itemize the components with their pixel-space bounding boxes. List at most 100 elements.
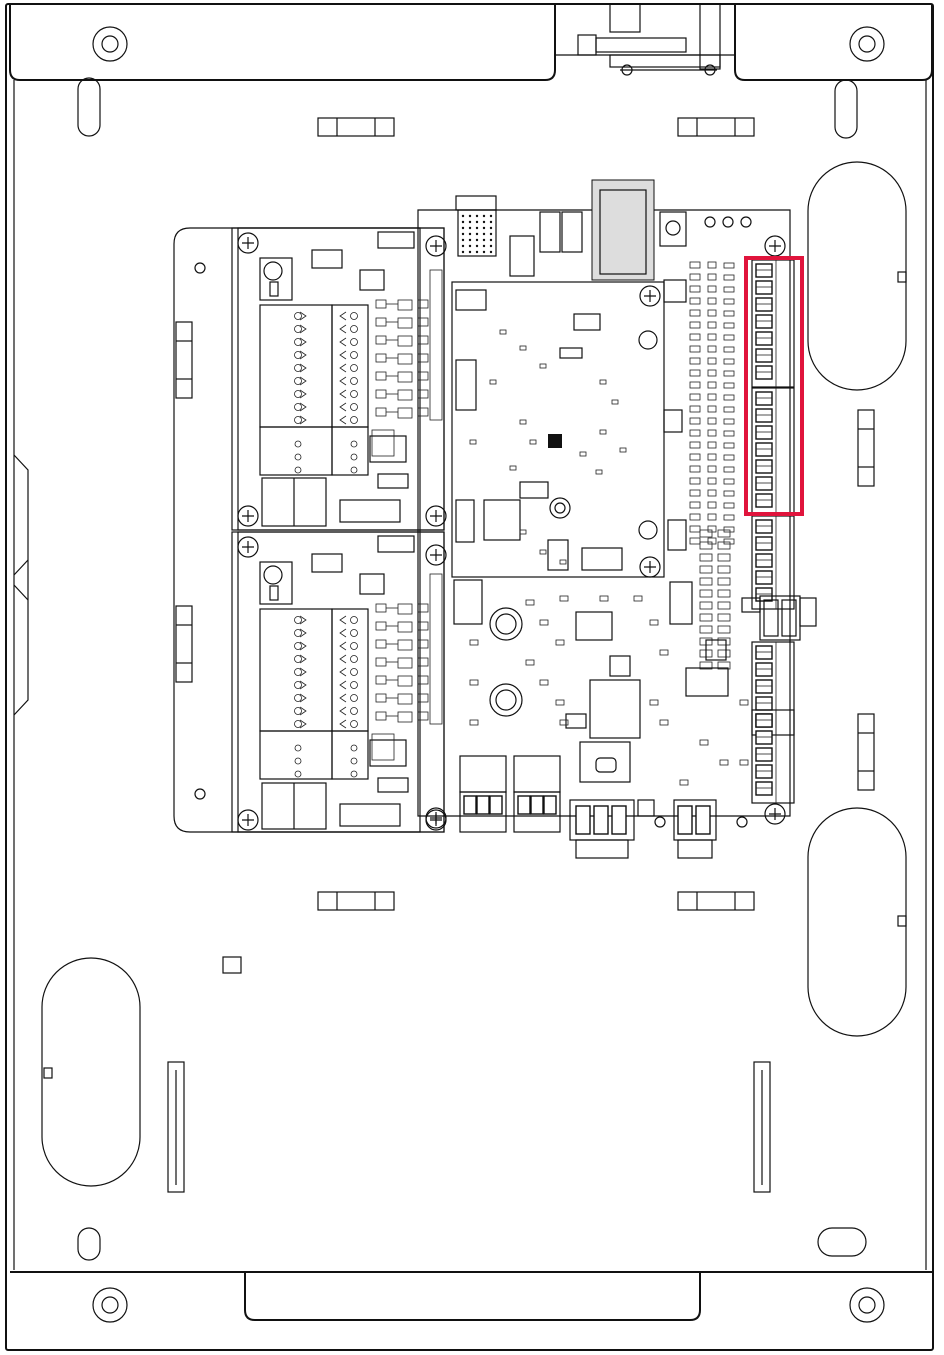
terminal-pin	[755, 570, 773, 585]
smd-component	[559, 595, 569, 602]
smd-component	[679, 779, 689, 786]
terminal-screw	[294, 770, 302, 778]
smd-component	[375, 299, 387, 309]
smd-component	[469, 439, 477, 445]
smd-component	[499, 329, 507, 335]
terminal-pin	[755, 662, 773, 677]
smd-component	[699, 565, 713, 574]
terminal-pin	[755, 476, 773, 491]
terminal-screw	[294, 642, 302, 650]
smd-component	[723, 274, 735, 281]
smd-component	[723, 430, 735, 437]
smd-component	[689, 501, 701, 509]
mounting-plate	[173, 227, 421, 833]
terminal-wire	[339, 363, 347, 373]
smd-component	[723, 514, 735, 521]
pad-dot	[461, 226, 465, 230]
smd-component	[723, 418, 735, 425]
terminal-wire	[339, 350, 347, 360]
pad-dot	[489, 250, 493, 254]
mount-hole	[639, 556, 661, 578]
terminal-wire	[299, 376, 307, 386]
terminal-wire	[299, 719, 307, 729]
terminal-screw	[294, 403, 302, 411]
terminal-screw	[350, 325, 358, 333]
mount-hole	[425, 807, 447, 829]
smd-component	[555, 639, 565, 646]
smd-component	[599, 379, 607, 385]
highlight-box	[744, 256, 804, 516]
smd-component	[375, 335, 387, 345]
smd-component	[723, 394, 735, 401]
smd-component	[375, 371, 387, 381]
pad-dot	[475, 214, 479, 218]
terminal-screw	[350, 312, 358, 320]
smd-component	[469, 719, 479, 726]
terminal-screw	[294, 720, 302, 728]
pad-dot	[461, 244, 465, 248]
terminal-wire	[299, 680, 307, 690]
smd-component	[519, 419, 527, 425]
smd-component	[723, 454, 735, 461]
smd-component	[555, 699, 565, 706]
pad-dot	[489, 214, 493, 218]
pad-dot	[468, 220, 472, 224]
smd-component	[375, 407, 387, 417]
pad-dot	[482, 244, 486, 248]
slot-knockouts	[175, 117, 875, 911]
terminal-wire	[299, 363, 307, 373]
terminal-pin	[755, 536, 773, 551]
terminal-pin	[755, 459, 773, 474]
smd-component	[707, 345, 717, 353]
smd-component	[375, 639, 387, 649]
terminal-wire	[299, 641, 307, 651]
terminal-screw	[294, 351, 302, 359]
smd-component	[397, 603, 413, 615]
smd-component	[397, 389, 413, 401]
smd-component	[707, 321, 717, 329]
smd-component	[717, 625, 731, 634]
terminal-screw	[294, 364, 302, 372]
smd-component	[707, 333, 717, 341]
smd-component	[689, 489, 701, 497]
smd-component	[397, 639, 413, 651]
terminal-pin	[755, 348, 773, 363]
terminal-screw	[294, 338, 302, 346]
knockout-ovals	[41, 161, 907, 1187]
pad-dot	[475, 238, 479, 242]
pad-dot	[461, 238, 465, 242]
pad-dot	[468, 214, 472, 218]
screw-top-left	[92, 26, 128, 62]
pad-dot	[468, 250, 472, 254]
screw-bottom-left	[92, 1287, 128, 1323]
right-circuitry	[663, 261, 735, 670]
terminal-pin	[755, 645, 773, 660]
terminal-screw	[294, 440, 302, 448]
smd-component	[717, 613, 731, 622]
terminal-wire	[339, 615, 347, 625]
smd-component	[689, 369, 701, 377]
terminal-wire	[299, 389, 307, 399]
smd-component	[375, 317, 387, 327]
terminal-screw	[294, 681, 302, 689]
terminal-pin	[755, 391, 773, 406]
smd-component	[397, 675, 413, 687]
terminal-screw	[350, 681, 358, 689]
smd-component	[689, 297, 701, 305]
pad-dot	[468, 244, 472, 248]
smd-component	[707, 357, 717, 365]
header-strip	[429, 573, 443, 725]
smd-component	[689, 357, 701, 365]
smd-component	[723, 298, 735, 305]
smd-component	[619, 447, 627, 453]
terminal-screw	[294, 629, 302, 637]
terminal-screw	[350, 377, 358, 385]
terminal-screw	[350, 403, 358, 411]
smd-component	[397, 299, 413, 311]
terminal-wire	[299, 654, 307, 664]
smd-component	[717, 589, 731, 598]
ic-chip	[371, 733, 395, 761]
pad-dot	[475, 226, 479, 230]
terminal-screw	[294, 312, 302, 320]
screw-top-right	[849, 26, 885, 62]
